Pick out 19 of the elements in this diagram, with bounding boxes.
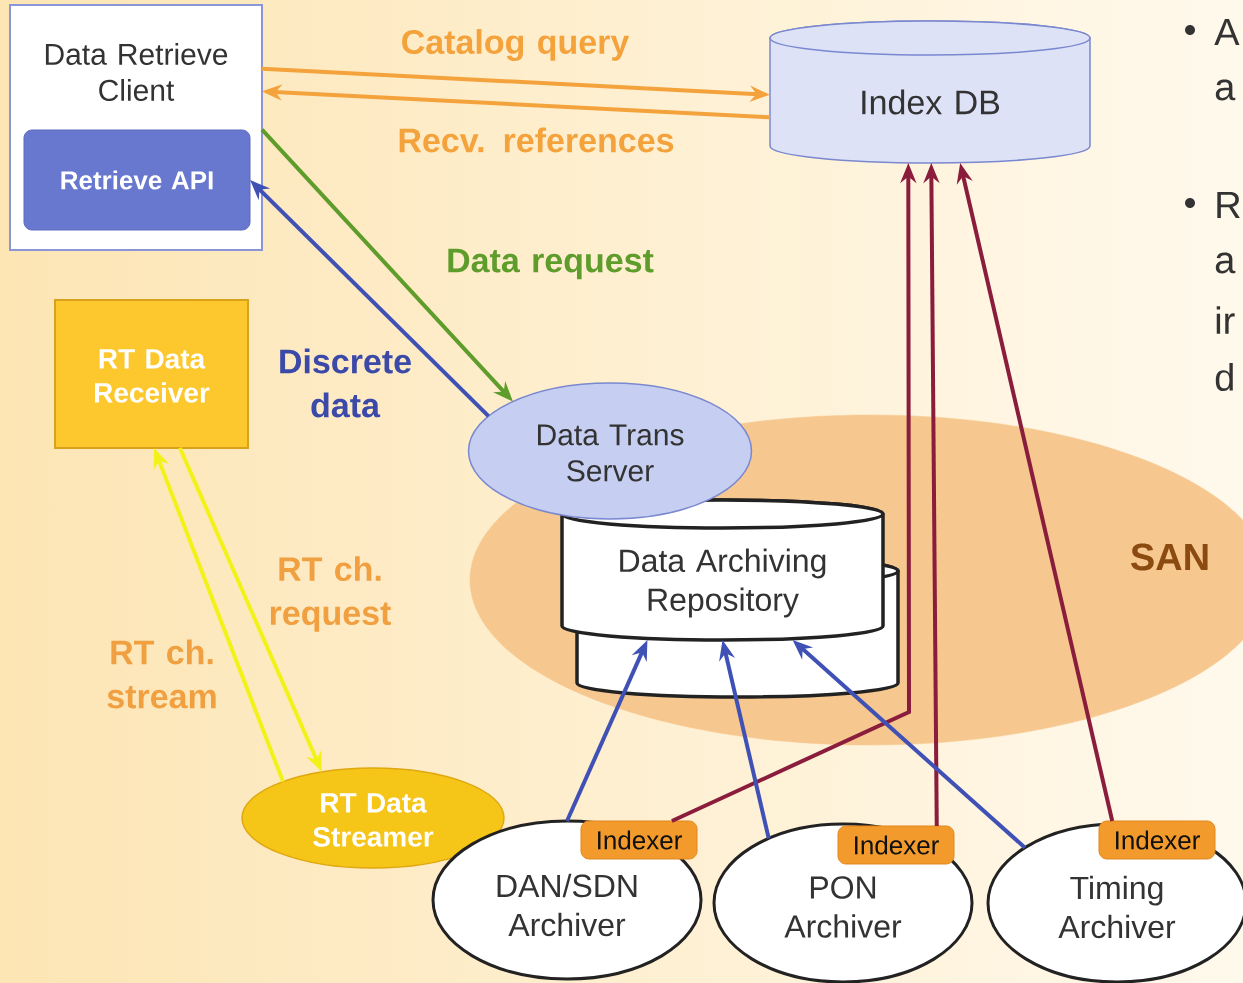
receiver-box: RT Data Receiver (54, 299, 249, 449)
edge-label: RT ch. stream (107, 639, 216, 709)
database-cylinder: Index DB (769, 20, 1091, 164)
edge-label: RT ch. request (270, 556, 391, 632)
edge-label: Recv. references (399, 127, 674, 153)
bullet-text: a (1215, 79, 1236, 101)
edge-label: Discrete data (280, 348, 411, 418)
api-box: Retrieve API (23, 129, 251, 231)
bullet-text: R (1217, 191, 1240, 219)
bullet-text: a (1215, 252, 1236, 274)
indexer-tag: Indexer (837, 825, 955, 865)
edge-label: Catalog query (402, 29, 630, 61)
bullet-text: ir (1216, 306, 1235, 334)
edge-label: Data request (448, 248, 654, 280)
repository-cylinders-drawing: Data Archiving Repository (560, 498, 900, 699)
indexer-tag: Indexer (1098, 820, 1216, 860)
bullet-text: d (1215, 363, 1233, 391)
indexer-tag: Indexer (580, 820, 698, 860)
bullet-text: A (1214, 18, 1240, 46)
